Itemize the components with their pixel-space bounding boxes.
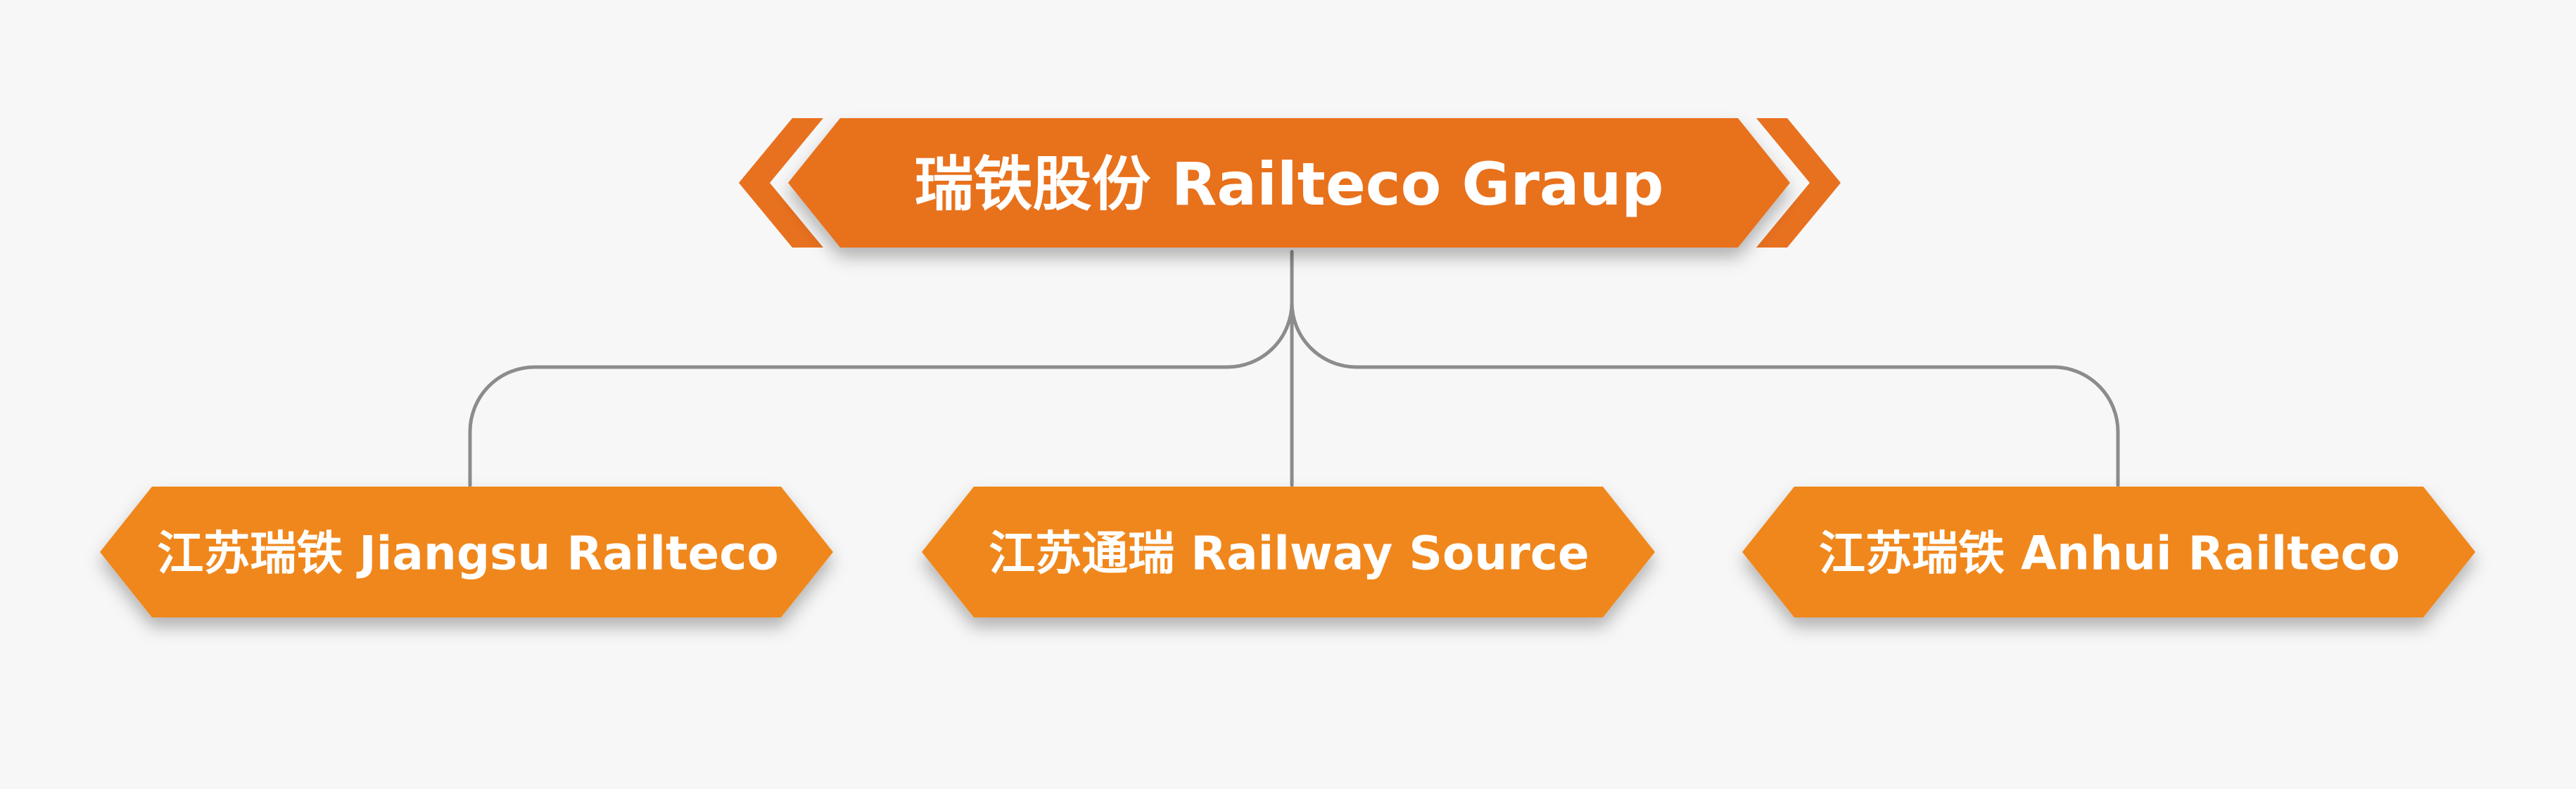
child-label: 江苏瑞铁 Anhui Railteco: [1819, 527, 2400, 581]
child-node-railway-source: 江苏通瑞 Railway Source: [922, 487, 1655, 617]
child-node-jiangsu-railteco: 江苏瑞铁 Jiangsu Railteco: [100, 487, 833, 617]
child-label: 江苏瑞铁 Jiangsu Railteco: [157, 527, 779, 581]
child-box: [100, 487, 833, 617]
connector-left: [468, 300, 1294, 487]
parent-label: 瑞铁股份 Railteco Graup: [914, 150, 1663, 219]
connector-lines: [468, 250, 2120, 487]
connector-right: [1290, 300, 2120, 487]
child-box: [1742, 487, 2475, 617]
parent-node: 瑞铁股份 Railteco Graup: [739, 118, 1841, 248]
parent-right-chevron-outer: [1756, 118, 1841, 248]
child-box: [922, 487, 1655, 617]
parent-box: [788, 118, 1790, 248]
parent-left-chevron-outer: [739, 118, 823, 248]
child-label: 江苏通瑞 Railway Source: [989, 527, 1589, 581]
child-node-anhui-railteco: 江苏瑞铁 Anhui Railteco: [1742, 487, 2475, 617]
